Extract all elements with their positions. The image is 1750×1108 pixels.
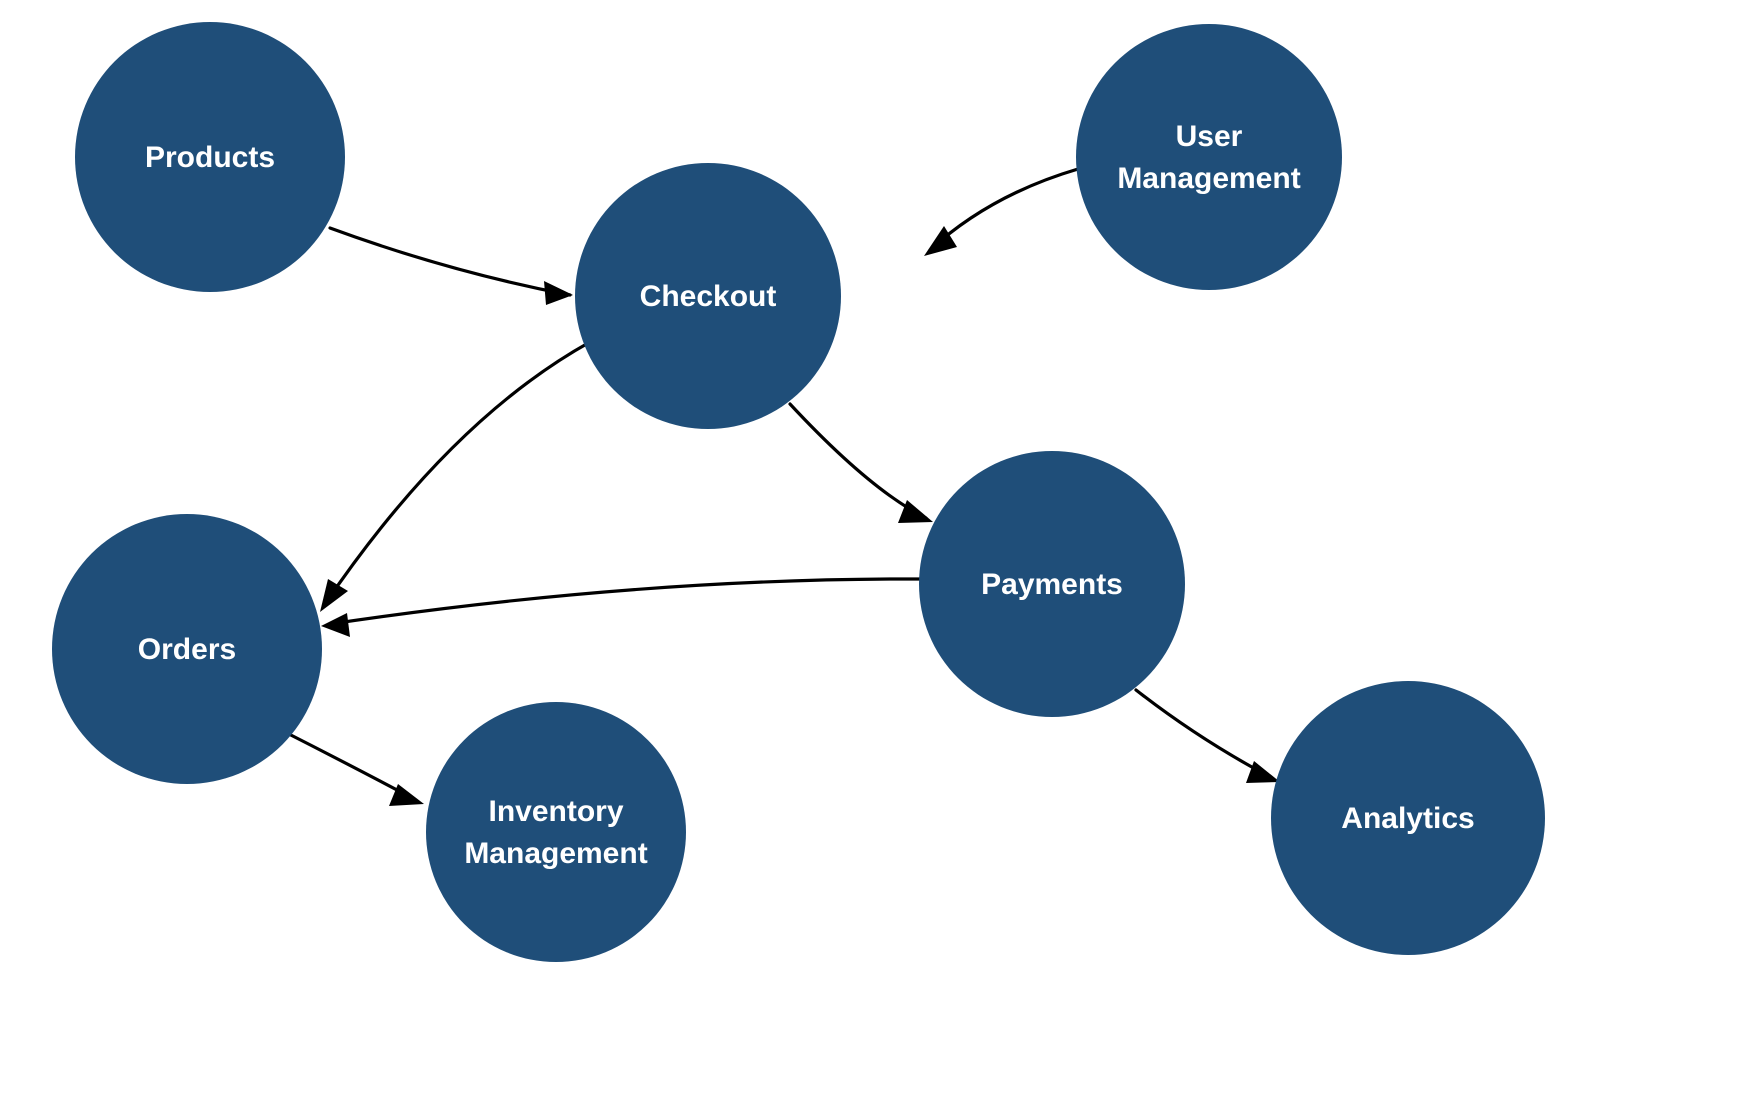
edges-layer <box>279 167 1280 806</box>
edge-checkout-to-orders <box>320 340 592 612</box>
node-circle[interactable] <box>52 514 322 784</box>
node-orders[interactable]: Orders <box>52 514 322 784</box>
edge-line <box>788 402 928 520</box>
edge-orders-to-inventory-management <box>279 728 424 806</box>
node-circle[interactable] <box>1271 681 1545 955</box>
node-analytics[interactable]: Analytics <box>1271 681 1545 955</box>
arrowhead-icon <box>389 784 424 806</box>
arrowhead-icon <box>320 579 348 612</box>
node-products[interactable]: Products <box>75 22 345 292</box>
node-payments[interactable]: Payments <box>919 451 1185 717</box>
node-circle[interactable] <box>75 22 345 292</box>
edge-line <box>1134 688 1274 780</box>
arrowhead-icon <box>544 281 573 305</box>
edge-products-to-checkout <box>328 226 573 305</box>
edge-user-management-to-checkout <box>924 167 1080 256</box>
edge-checkout-to-payments <box>788 402 933 523</box>
node-circle[interactable] <box>919 451 1185 717</box>
node-checkout[interactable]: Checkout <box>575 163 841 429</box>
node-circle[interactable] <box>575 163 841 429</box>
edge-line <box>928 167 1080 252</box>
node-circle[interactable] <box>426 702 686 962</box>
edge-payments-to-orders <box>321 577 922 637</box>
edge-line <box>328 577 922 626</box>
edge-line <box>323 340 592 606</box>
arrowhead-icon <box>1246 761 1280 783</box>
edge-line <box>328 226 572 297</box>
arrowhead-icon <box>898 500 933 523</box>
arrowhead-icon <box>321 613 350 637</box>
arrowhead-icon <box>924 226 957 256</box>
node-circle[interactable] <box>1076 24 1342 290</box>
edge-payments-to-analytics <box>1134 688 1280 783</box>
